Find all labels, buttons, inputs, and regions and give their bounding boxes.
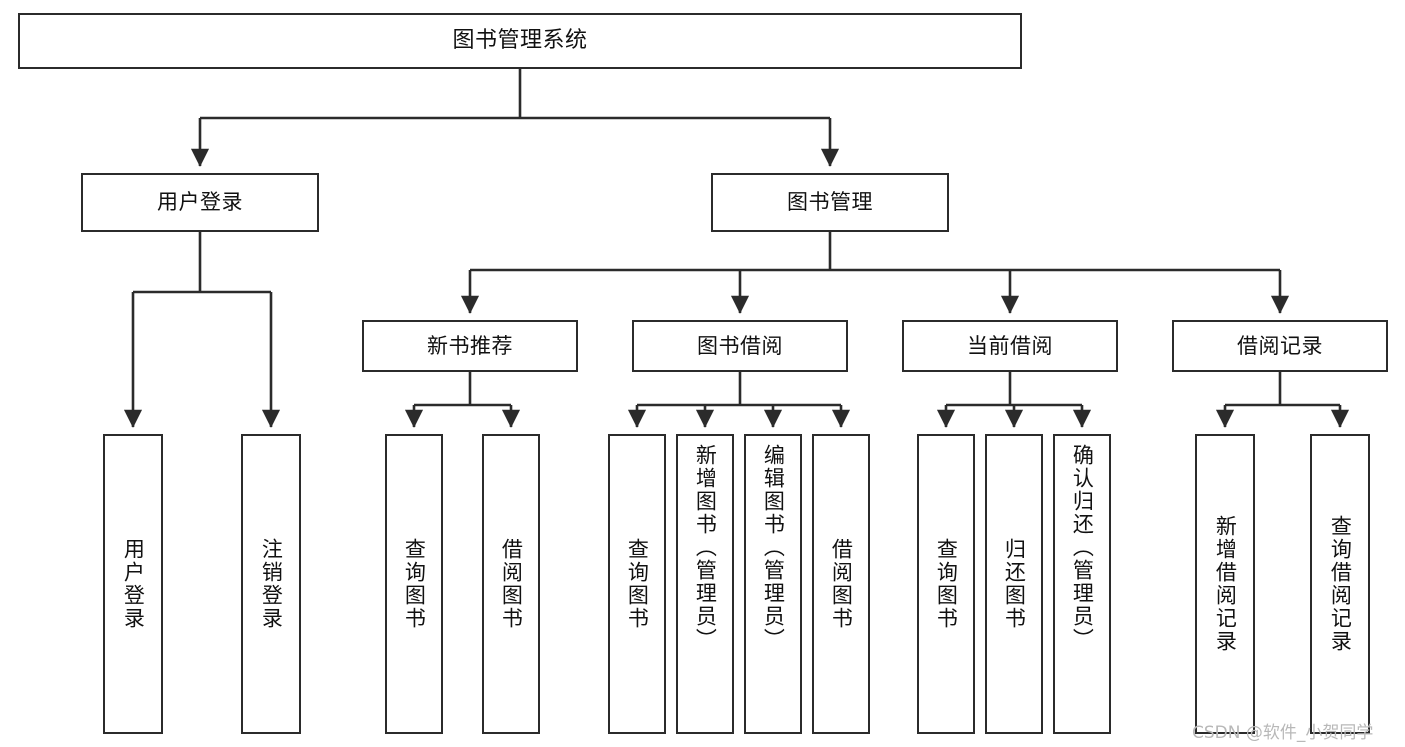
leaf-logout[interactable]: 注销登录 [241,434,301,734]
node-label: 借阅图书 [829,538,854,630]
csdn-watermark: CSDN @软件_小贺同学 [1192,723,1374,743]
node-root-book-management-system[interactable]: 图书管理系统 [18,13,1022,69]
node-label: 确认归还（管理员） [1070,444,1095,651]
leaf-query-books-borrowing[interactable]: 查询图书 [608,434,666,734]
leaf-add-book-admin[interactable]: 新增图书（管理员） [676,434,734,734]
node-label: 新增借阅记录 [1213,515,1238,653]
node-user-login[interactable]: 用户登录 [81,173,319,232]
node-label: 用户登录 [157,190,243,215]
node-label: 注销登录 [259,538,284,630]
node-borrowing-records[interactable]: 借阅记录 [1172,320,1388,372]
leaf-borrow-books-borrowing[interactable]: 借阅图书 [812,434,870,734]
leaf-user-login[interactable]: 用户登录 [103,434,163,734]
node-new-book-recommendation[interactable]: 新书推荐 [362,320,578,372]
leaf-borrow-books-recommendation[interactable]: 借阅图书 [482,434,540,734]
node-label: 借阅图书 [499,538,524,630]
leaf-query-borrowing-record[interactable]: 查询借阅记录 [1310,434,1370,734]
leaf-return-books[interactable]: 归还图书 [985,434,1043,734]
node-label: 新书推荐 [427,333,513,358]
node-label: 新增图书（管理员） [693,444,718,651]
leaf-add-borrowing-record[interactable]: 新增借阅记录 [1195,434,1255,734]
node-label: 图书管理 [787,190,873,215]
node-label: 图书借阅 [697,333,783,358]
node-label: 当前借阅 [967,333,1053,358]
leaf-query-books-current[interactable]: 查询图书 [917,434,975,734]
node-book-management[interactable]: 图书管理 [711,173,949,232]
leaf-edit-book-admin[interactable]: 编辑图书（管理员） [744,434,802,734]
leaf-query-books-recommendation[interactable]: 查询图书 [385,434,443,734]
node-label: 查询图书 [625,538,650,630]
node-label: 用户登录 [121,538,146,630]
node-label: 编辑图书（管理员） [761,444,786,651]
node-label: 查询图书 [934,538,959,630]
node-label: 借阅记录 [1237,333,1323,358]
node-current-borrowing[interactable]: 当前借阅 [902,320,1118,372]
leaf-confirm-return-admin[interactable]: 确认归还（管理员） [1053,434,1111,734]
node-label: 查询借阅记录 [1328,515,1353,653]
node-label: 归还图书 [1002,538,1027,630]
node-book-borrowing[interactable]: 图书借阅 [632,320,848,372]
node-label: 查询图书 [402,538,427,630]
node-label: 图书管理系统 [452,28,588,54]
